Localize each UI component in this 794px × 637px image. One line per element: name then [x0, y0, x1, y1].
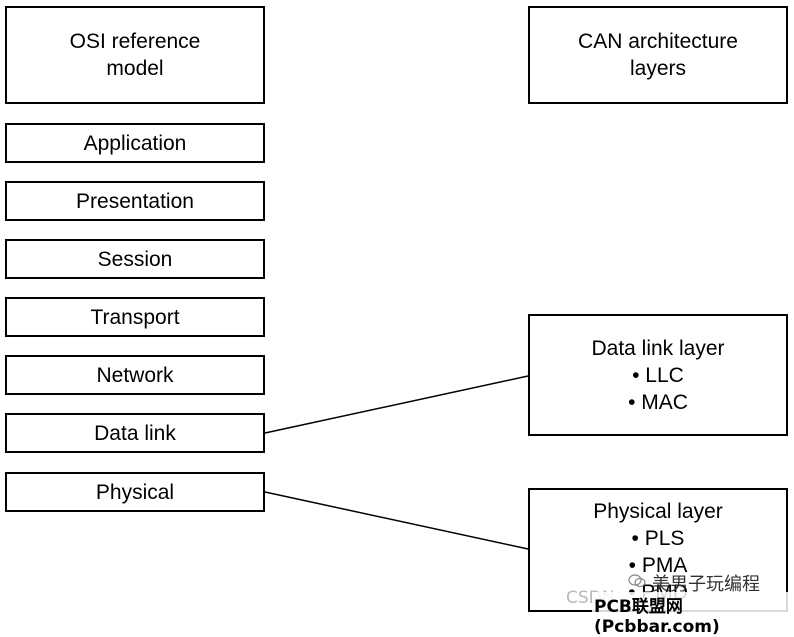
osi-title-line1: OSI reference [69, 30, 201, 53]
osi-layer-label: Data link [94, 421, 176, 445]
osi-layer-label: Network [96, 363, 174, 387]
osi-layer-label: Transport [90, 305, 180, 329]
connector-physical [264, 491, 529, 550]
can-data-link-layer: Data link layer • LLC • MAC [528, 314, 788, 436]
osi-layer-label: Physical [95, 480, 175, 504]
osi-layer-label: Application [83, 131, 187, 155]
osi-layer-label: Session [97, 247, 173, 271]
osi-model-header: OSI reference model [5, 6, 265, 104]
bullet-pls: • PLS [631, 527, 685, 550]
osi-layer-application: Application [5, 123, 265, 163]
osi-title-line2: model [106, 57, 164, 80]
can-title-line2: layers [629, 57, 687, 80]
bullet-llc: • LLC [632, 363, 684, 387]
wechat-icon [628, 574, 646, 588]
can-data-link-items: • LLC • MAC [628, 362, 688, 416]
can-physical-title: Physical layer [593, 500, 723, 523]
watermark-site: PCB联盟网(Pcbbar.com) [592, 592, 794, 637]
can-physical-layer: Physical layer • PLS • PMA • PMD [528, 488, 788, 612]
osi-layer-data-link: Data link [5, 413, 265, 453]
bullet-mac: • MAC [628, 390, 688, 414]
osi-layer-physical: Physical [5, 472, 265, 512]
osi-layer-session: Session [5, 239, 265, 279]
bullet-pma: • PMA [628, 554, 688, 577]
watermark-brand: 美男子玩编程 [652, 574, 760, 595]
osi-layer-transport: Transport [5, 297, 265, 337]
connector-data-link [264, 375, 529, 434]
can-title-line1: CAN architecture [578, 30, 738, 53]
can-data-link-title: Data link layer [591, 336, 725, 360]
osi-layer-label: Presentation [76, 189, 194, 213]
osi-layer-network: Network [5, 355, 265, 395]
can-architecture-header: CAN architecture layers [528, 6, 788, 104]
osi-layer-presentation: Presentation [5, 181, 265, 221]
